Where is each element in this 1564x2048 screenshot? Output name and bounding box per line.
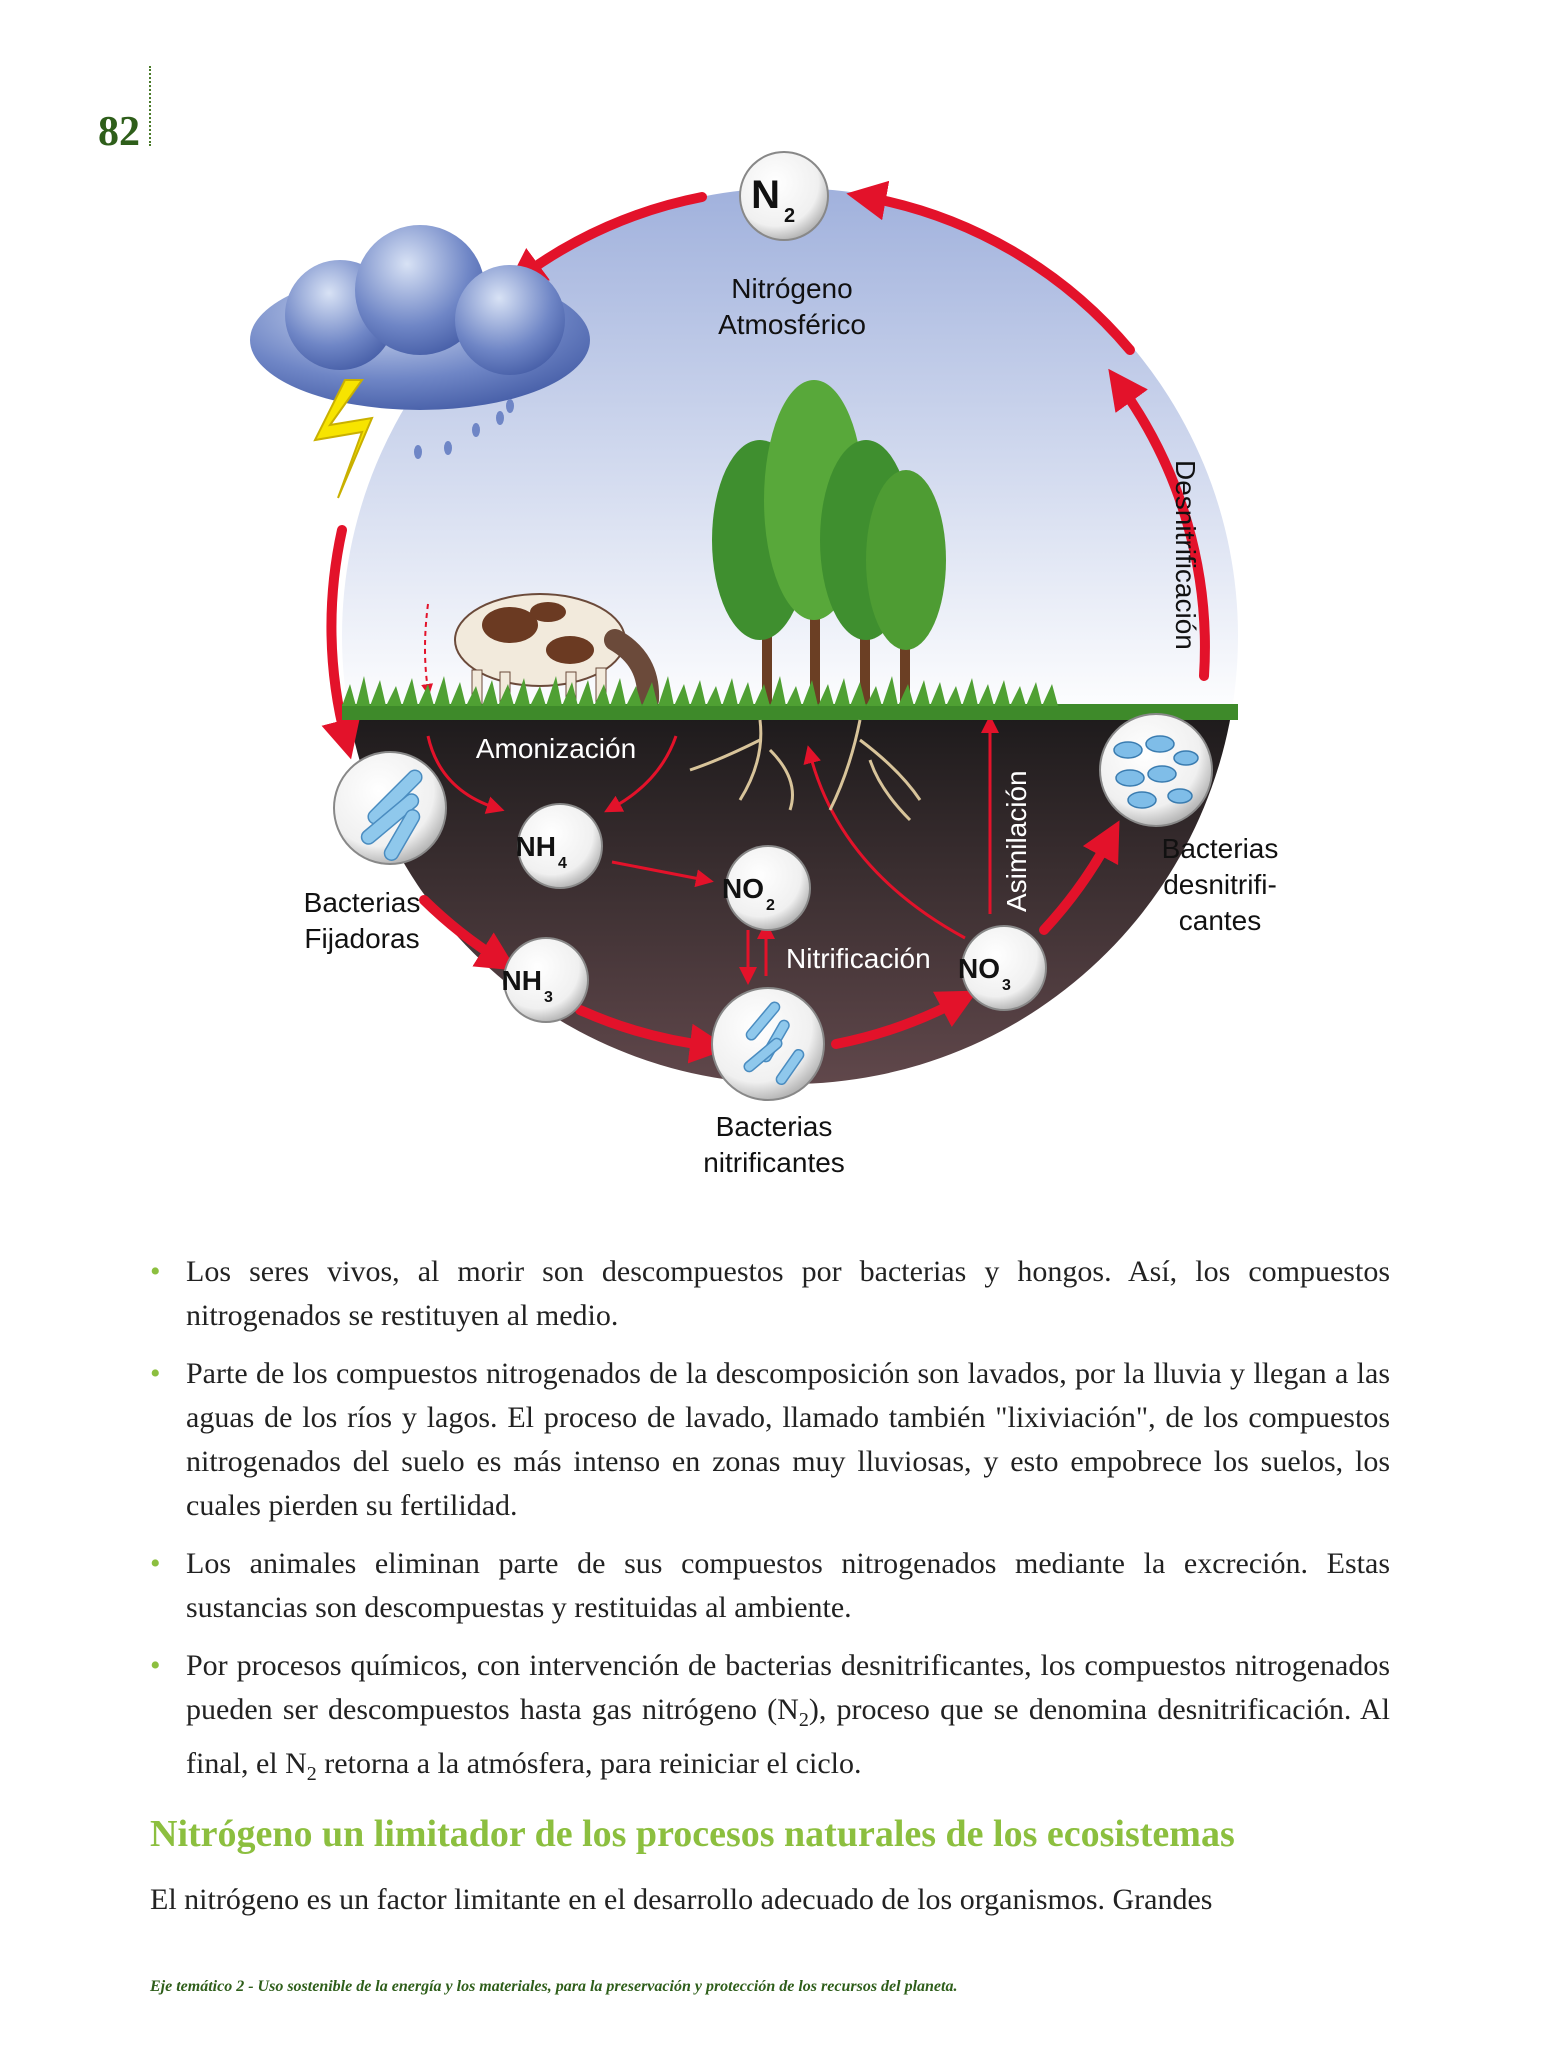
svg-text:4: 4 [558, 855, 567, 872]
arrow-nh4-to-no2 [611, 860, 714, 888]
footer-text: Eje temático 2 - Uso sostenible de la en… [150, 1978, 958, 1995]
no2-bubble: NO 2 [722, 845, 811, 931]
bacterias-nitrificantes-label-line2: nitrificantes [703, 1147, 845, 1178]
no3-bubble: NO 3 [958, 925, 1047, 1011]
arrow-amonizacion-right [604, 735, 678, 813]
page-number-rule [149, 66, 151, 146]
bacterias-fijadoras-label-line1: Bacterias [304, 887, 421, 918]
subscript: 2 [306, 1763, 317, 1785]
arrow-no3-to-desnit [1039, 820, 1120, 935]
arrow-nitrificantes-to-no3 [831, 990, 978, 1049]
process-arrows [426, 715, 999, 985]
amonizacion-label: Amonización [476, 733, 636, 764]
nitrogen-cycle-diagram: N 2 NH 4 NO 2 NH 3 NO 3 [250, 151, 1279, 1178]
bacterias-desnitrificantes-bubble [1099, 713, 1213, 827]
grass [342, 676, 1238, 720]
arrow-no3-to-roots [803, 745, 966, 940]
rain-drops [414, 399, 514, 459]
cycle-arrows [321, 180, 1210, 1064]
arrow-lightning-to-soil [321, 525, 361, 760]
bullet-item: • Parte de los compuestos nitrogenados de… [150, 1352, 1390, 1528]
bullet-text: retorna a la atmósfera, para reiniciar e… [316, 1747, 862, 1780]
bacterias-desnitrificantes-label-line3: cantes [1179, 905, 1262, 936]
asimilacion-label: Asimilación [1001, 770, 1032, 912]
bacterias-nitrificantes-label-line1: Bacterias [716, 1111, 833, 1142]
bullet-text: Por procesos químicos, con intervención … [186, 1649, 1390, 1726]
bullet-item: • Por procesos químicos, con intervención… [150, 1644, 1390, 1796]
nh3-bubble: NH 3 [502, 937, 589, 1023]
arrow-amonizacion-left [426, 735, 505, 814]
bullet-dot-icon: • [150, 1357, 161, 1390]
nitrificacion-label: Nitrificación [786, 943, 931, 974]
bacterias-desnitrificantes-label-line2: desnitrifi- [1163, 869, 1277, 900]
trees [712, 380, 946, 720]
svg-text:NO: NO [958, 953, 1000, 984]
nh4-bubble: NH 4 [516, 803, 603, 889]
bullet-dot-icon: • [150, 1547, 161, 1580]
arrow-bacteria-desnit-up [1108, 368, 1210, 681]
bullet-item: • Los seres vivos, al morir son descompue… [150, 1250, 1390, 1338]
svg-text:NH: NH [516, 831, 556, 862]
subscript: 2 [798, 1709, 809, 1731]
storm-cloud [250, 225, 590, 499]
bacterias-fijadoras-label-line2: Fijadoras [304, 923, 419, 954]
svg-text:3: 3 [544, 989, 553, 1006]
svg-text:N: N [751, 173, 780, 217]
desnitrificacion-label: Desnitrificación [1170, 460, 1201, 650]
svg-text:NH: NH [502, 965, 542, 996]
bacterias-nitrificantes-bubble [711, 987, 825, 1101]
bullet-text: ), proceso que se denomina desnitrificac… [186, 1693, 1390, 1780]
bullet-dot-icon: • [150, 1255, 161, 1288]
atmosphere-label-line2: Atmosférico [718, 309, 866, 340]
page-number: 82 [98, 109, 140, 155]
bullet-list: • Los seres vivos, al morir son descompue… [150, 1250, 1390, 1810]
svg-text:2: 2 [784, 205, 795, 227]
arrow-fijadoras-to-nh3 [419, 895, 517, 971]
atmosphere-label-line1: Nitrógeno [731, 273, 852, 304]
section-body: El nitrógeno es un factor limitante en e… [150, 1883, 1213, 1916]
arrow-nh3-to-nitrificantes [575, 1005, 730, 1064]
bullet-dot-icon: • [150, 1649, 161, 1682]
arrow-n2-to-cloud [505, 192, 707, 288]
roots [689, 719, 922, 822]
section-heading: Nitrógeno un limitador de los procesos n… [150, 1813, 1235, 1855]
arrow-desnitrificacion-to-n2 [846, 180, 1135, 355]
lightning-icon [313, 379, 374, 499]
bullet-item: • Los animales eliminan parte de sus comp… [150, 1542, 1390, 1630]
bullet-text: Los animales eliminan parte de sus compu… [186, 1547, 1390, 1624]
bacterias-desnitrificantes-label-line1: Bacterias [1162, 833, 1279, 864]
bacterias-fijadoras-bubble [333, 751, 447, 865]
svg-text:2: 2 [766, 897, 775, 914]
bullet-text: Los seres vivos, al morir son descompues… [186, 1255, 1390, 1332]
n2-bubble: N 2 [739, 151, 829, 241]
bullet-text: Parte de los compuestos nitrogenados de … [186, 1357, 1390, 1522]
svg-text:NO: NO [722, 873, 764, 904]
svg-text:3: 3 [1002, 977, 1011, 994]
